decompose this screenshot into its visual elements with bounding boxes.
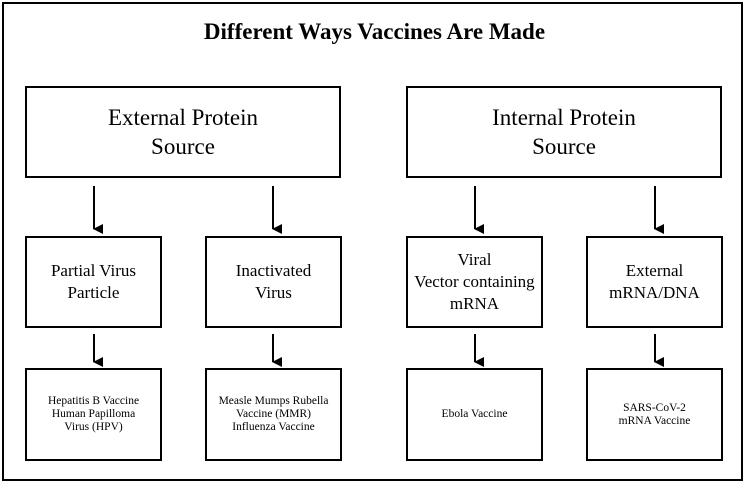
node-label: Ebola Vaccine: [441, 408, 508, 420]
node-label: Hepatitis B Vaccine Human Papilloma Viru…: [47, 395, 140, 433]
node-external-mrna-dna: External mRNA/DNA: [586, 236, 723, 328]
node-external-protein-source: External Protein Source: [25, 86, 341, 178]
node-label: Measle Mumps Rubella Vaccine (MMR) Influ…: [218, 395, 329, 433]
diagram-frame: [2, 2, 743, 481]
node-label: Internal Protein Source: [492, 105, 636, 159]
node-example-ebola: Ebola Vaccine: [406, 368, 543, 461]
node-label: External mRNA/DNA: [609, 261, 700, 302]
node-label: Inactivated Virus: [235, 261, 312, 302]
node-example-hepatitis-hpv: Hepatitis B Vaccine Human Papilloma Viru…: [25, 368, 162, 461]
node-label: External Protein Source: [107, 105, 259, 159]
node-label: Viral Vector containing mRNA: [414, 250, 535, 313]
node-internal-protein-source: Internal Protein Source: [406, 86, 722, 178]
node-partial-virus-particle: Partial Virus Particle: [25, 236, 162, 328]
node-example-sars-cov-2: SARS-CoV-2 mRNA Vaccine: [586, 368, 723, 461]
node-inactivated-virus: Inactivated Virus: [205, 236, 342, 328]
node-viral-vector-mrna: Viral Vector containing mRNA: [406, 236, 543, 328]
diagram-title: Different Ways Vaccines Are Made: [203, 19, 546, 44]
node-label: Partial Virus Particle: [50, 261, 137, 302]
node-example-mmr-influenza: Measle Mumps Rubella Vaccine (MMR) Influ…: [205, 368, 342, 461]
node-label: SARS-CoV-2 mRNA Vaccine: [618, 401, 691, 427]
